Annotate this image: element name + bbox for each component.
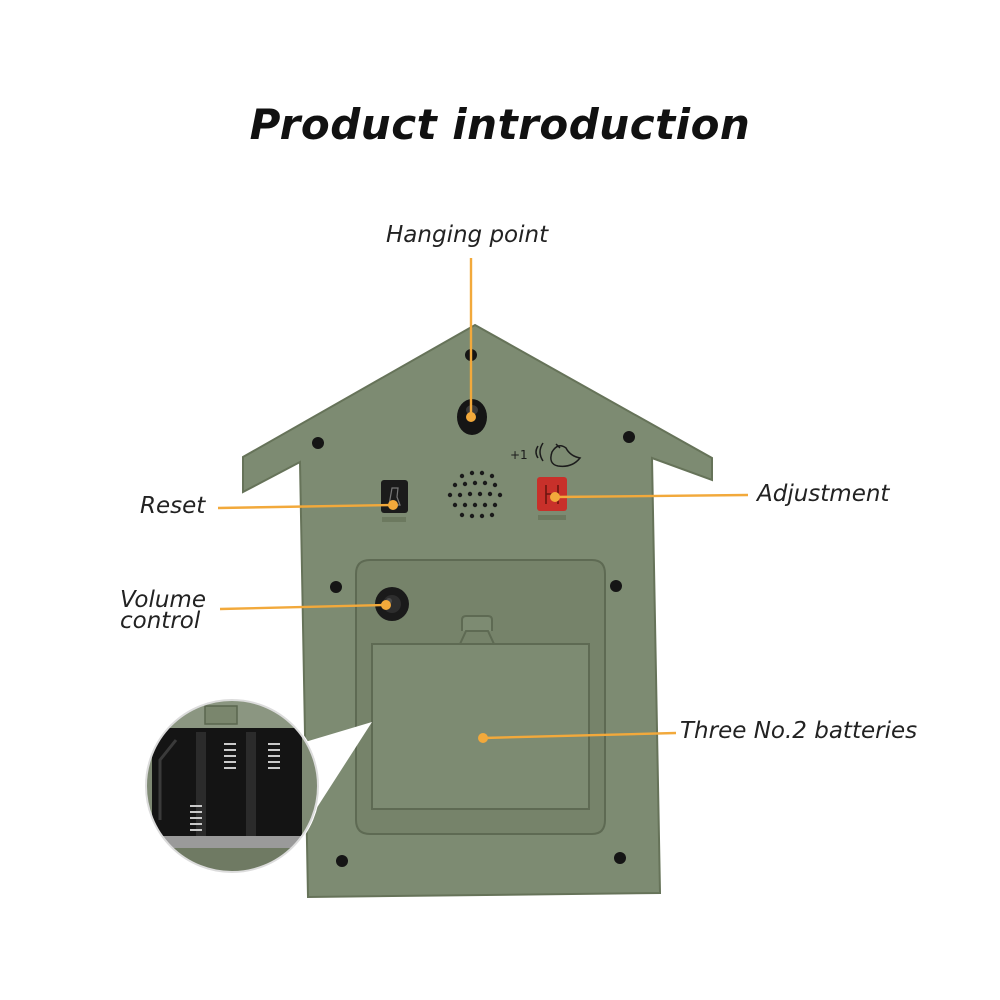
leader-line-adjustment bbox=[554, 493, 749, 499]
page-title: Product introduction bbox=[249, 100, 751, 149]
battery-holder-inset bbox=[144, 698, 320, 874]
battery-cover bbox=[371, 615, 590, 810]
screw-hole bbox=[312, 437, 324, 449]
bird-icon bbox=[550, 443, 582, 468]
leader-dots bbox=[381, 412, 560, 743]
speaker-grille bbox=[447, 470, 503, 519]
leader-lines bbox=[217, 258, 749, 740]
leader-line-volume bbox=[219, 603, 387, 611]
label-reset: Reset bbox=[140, 493, 206, 519]
leader-line-reset bbox=[217, 503, 394, 510]
screw-hole bbox=[330, 581, 342, 593]
callout-wedge bbox=[305, 722, 372, 820]
label-batteries: Three No.2 batteries bbox=[680, 718, 918, 744]
label-volume-line1: Volume bbox=[120, 587, 206, 613]
screw-hole bbox=[610, 580, 622, 592]
screw-hole bbox=[623, 431, 635, 443]
label-volume-control: Volume control bbox=[120, 587, 206, 634]
sound-wave-icon bbox=[535, 442, 544, 462]
label-hanging-point: Hanging point bbox=[386, 222, 549, 248]
leader-line-batteries bbox=[482, 731, 677, 740]
plus-one-marking: +1 bbox=[510, 448, 528, 462]
screw-hole bbox=[614, 852, 626, 864]
label-adjustment: Adjustment bbox=[757, 481, 890, 507]
label-volume-line2: control bbox=[120, 607, 201, 634]
screw-hole bbox=[336, 855, 348, 867]
